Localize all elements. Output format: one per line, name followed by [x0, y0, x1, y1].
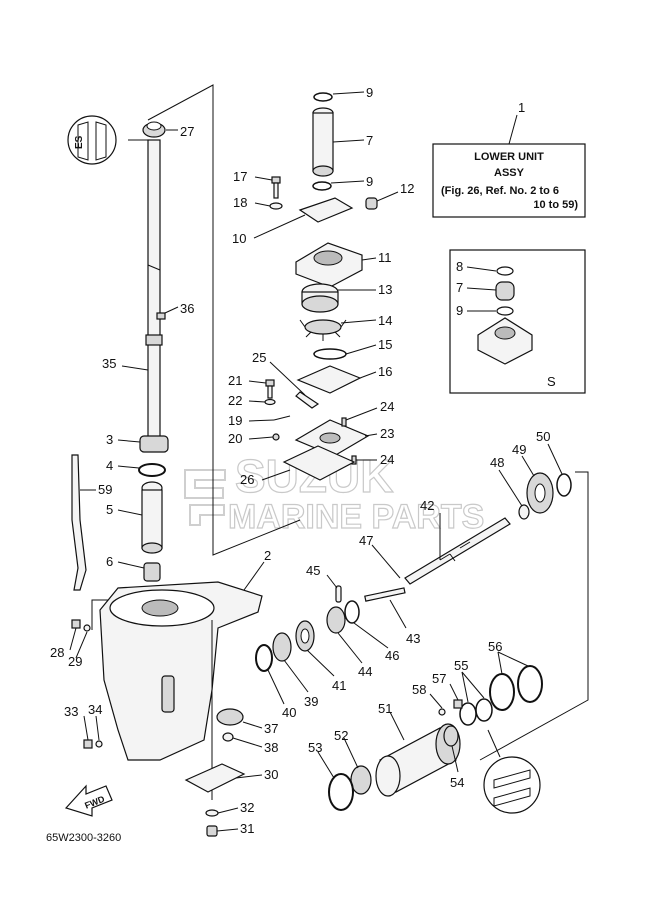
callout-51: 51: [378, 701, 392, 716]
callout-37: 37: [264, 721, 278, 736]
callout-9c: 9: [456, 303, 463, 318]
callout-32: 32: [240, 800, 254, 815]
callout-22: 22: [228, 393, 242, 408]
callout-52: 52: [334, 728, 348, 743]
callout-15: 15: [378, 337, 392, 352]
callout-2: 2: [264, 548, 271, 563]
callout-34: 34: [88, 702, 102, 717]
callout-20: 20: [228, 431, 242, 446]
callout-55: 55: [454, 658, 468, 673]
callout-59: 59: [98, 482, 112, 497]
gearcase-housing: 2 28 29 33 34 37 38 30 32 31: [50, 548, 278, 837]
callout-9a: 9: [366, 85, 373, 100]
fwd-arrow-icon: FWD: [64, 784, 113, 817]
callout-57: 57: [432, 671, 446, 686]
callout-41: 41: [332, 678, 346, 693]
callout-24a: 24: [380, 399, 394, 414]
callout-6: 6: [106, 554, 113, 569]
callout-47: 47: [359, 533, 373, 548]
callout-36: 36: [180, 301, 194, 316]
callout-17: 17: [233, 169, 247, 184]
callout-5: 5: [106, 502, 113, 517]
callout-4: 4: [106, 458, 113, 473]
callout-56: 56: [488, 639, 502, 654]
callout-8: 8: [456, 259, 463, 274]
callout-49: 49: [512, 442, 526, 457]
callout-21: 21: [228, 373, 242, 388]
callout-33: 33: [64, 704, 78, 719]
kit-box: S 8 7 9: [449, 249, 586, 394]
callout-13: 13: [378, 282, 392, 297]
callout-18: 18: [233, 195, 247, 210]
kit-box-label: S: [547, 374, 556, 389]
assembly-ref-line1: (Fig. 26, Ref. No. 2 to 6: [441, 185, 559, 197]
callout-58: 58: [412, 682, 426, 697]
callout-27: 27: [180, 124, 194, 139]
assembly-subtitle: ASSY: [494, 167, 525, 179]
callout-3: 3: [106, 432, 113, 447]
callout-7: 7: [366, 133, 373, 148]
callout-54: 54: [450, 775, 464, 790]
callout-35: 35: [102, 356, 116, 371]
assembly-ref-line2: 10 to 59): [533, 199, 578, 211]
callout-23: 23: [380, 426, 394, 441]
callout-48: 48: [490, 455, 504, 470]
callout-46: 46: [385, 648, 399, 663]
assembly-info-box: LOWER UNIT ASSY (Fig. 26, Ref. No. 2 to …: [432, 100, 586, 218]
callout-11: 11: [378, 250, 392, 265]
svg-text:ES: ES: [74, 135, 85, 149]
callout-26: 26: [240, 472, 254, 487]
gear-shaft-group: 40 39 41 44 45 46 43 47 42 48 49 50 51 5…: [255, 429, 572, 814]
callout-7b: 7: [456, 280, 463, 295]
callout-16: 16: [378, 364, 392, 379]
callout-10: 10: [232, 231, 246, 246]
watermark-emblem-icon: [184, 469, 226, 526]
callout-42: 42: [420, 498, 434, 513]
callout-43: 43: [406, 631, 420, 646]
drive-shaft-group: ES 27 36 35 3 4 59 5: [67, 115, 194, 591]
callout-39: 39: [304, 694, 318, 709]
assembly-title: LOWER UNIT: [474, 151, 544, 163]
callout-40: 40: [282, 705, 296, 720]
water-pump-group: 9 7 9 17 18 10 12 11 13 14 15 16 25 21 2…: [228, 85, 414, 487]
callout-38: 38: [264, 740, 278, 755]
callout-9b: 9: [366, 174, 373, 189]
callout-12: 12: [400, 181, 414, 196]
callout-1: 1: [518, 100, 525, 115]
callout-19: 19: [228, 413, 242, 428]
callout-25: 25: [252, 350, 266, 365]
drawing-code: 65W2300-3260: [46, 832, 121, 844]
callout-28: 28: [50, 645, 64, 660]
callout-30: 30: [264, 767, 278, 782]
callout-53: 53: [308, 740, 322, 755]
callout-14: 14: [378, 313, 392, 328]
callout-24b: 24: [380, 452, 394, 467]
callout-45: 45: [306, 563, 320, 578]
callout-50: 50: [536, 429, 550, 444]
callout-31: 31: [240, 821, 254, 836]
watermark-line2: MARINE PARTS: [228, 498, 484, 536]
callout-44: 44: [358, 664, 372, 679]
callout-29: 29: [68, 654, 82, 669]
